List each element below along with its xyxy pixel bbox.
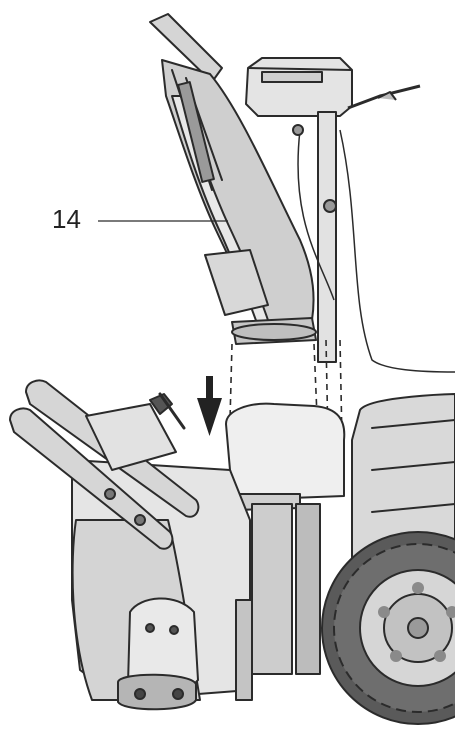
arrow-down-icon xyxy=(197,376,222,436)
wheel xyxy=(321,531,455,725)
discharge-chute xyxy=(149,13,317,345)
callout-label-14: 14 xyxy=(52,204,81,234)
snowblower-body xyxy=(9,379,455,711)
